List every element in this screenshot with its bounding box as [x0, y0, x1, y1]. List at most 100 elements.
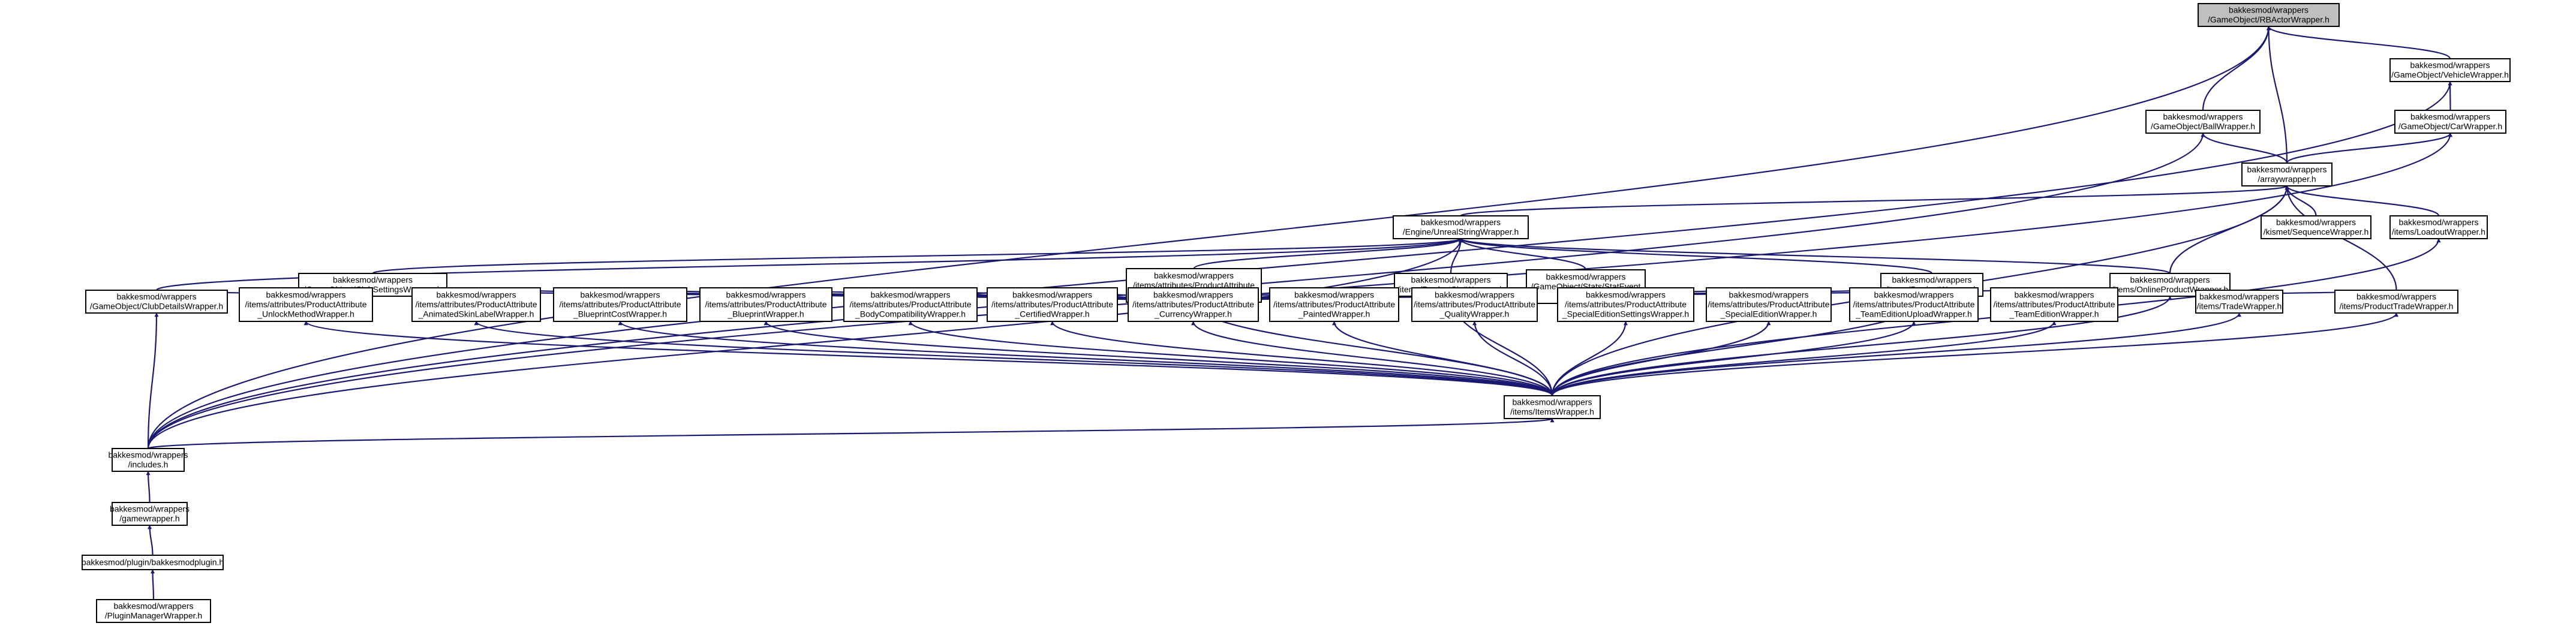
edge-items-to-teamupload — [1551, 321, 1916, 396]
node-label: /items/ProductTradeWrapper.h — [2340, 302, 2454, 311]
node-box — [1128, 287, 1259, 322]
node-unlock[interactable]: bakkesmod/wrappers/items/attributes/Prod… — [239, 287, 373, 322]
node-box — [82, 555, 224, 570]
node-label: bakkesmod/plugin/bakkesmodplugin.h — [82, 558, 224, 567]
node-label: bakkesmod/wrappers — [1012, 290, 1092, 300]
node-label: /arraywrapper.h — [2258, 174, 2316, 184]
node-gamewrapper[interactable]: bakkesmod/wrappers/gamewrapper.h — [110, 502, 190, 526]
node-box — [1504, 395, 1601, 419]
node-animskin[interactable]: bakkesmod/wrappers/items/attributes/Prod… — [411, 287, 541, 322]
node-box — [2389, 58, 2511, 82]
node-label: _TeamEditionUploadWrapper.h — [1855, 309, 1972, 319]
node-certified[interactable]: bakkesmod/wrappers/items/attributes/Prod… — [987, 287, 1118, 322]
edge-includes-to-vehicle — [147, 81, 2452, 449]
node-box — [85, 290, 228, 314]
node-painted[interactable]: bakkesmod/wrappers/items/attributes/Prod… — [1269, 287, 1399, 322]
node-prodtrade[interactable]: bakkesmod/wrappers/items/ProductTradeWra… — [2334, 290, 2458, 314]
node-box — [1411, 287, 1538, 322]
node-label: /items/attributes/ProductAttribute — [1565, 300, 1687, 309]
node-label: bakkesmod/wrappers — [1154, 271, 1234, 281]
edge-items-to-certified — [1050, 321, 1553, 396]
edge-items-to-bpcost — [618, 321, 1553, 396]
node-quality[interactable]: bakkesmod/wrappers/items/attributes/Prod… — [1411, 287, 1538, 322]
node-root: bakkesmod/wrappers/GameObject/RBActorWra… — [2198, 3, 2340, 27]
edge-includes-to-clubdetails — [147, 312, 159, 449]
node-currency[interactable]: bakkesmod/wrappers/items/attributes/Prod… — [1128, 287, 1259, 322]
node-label: bakkesmod/wrappers — [266, 290, 345, 300]
edge-array-to-car — [2286, 133, 2452, 164]
node-label: bakkesmod/wrappers — [2410, 112, 2490, 122]
node-label: /GameObject/ClubDetailsWrapper.h — [90, 302, 223, 311]
node-label: _AnimatedSkinLabelWrapper.h — [418, 309, 534, 319]
node-box — [1849, 287, 1979, 322]
edge-items-to-bodycompat — [908, 321, 1553, 396]
node-box — [1557, 287, 1694, 322]
node-box — [1706, 287, 1832, 322]
node-label: /includes.h — [128, 460, 169, 470]
edge-clubdetails-to-unreal — [155, 238, 1463, 291]
node-label: bakkesmod/wrappers — [2163, 112, 2243, 122]
node-items[interactable]: bakkesmod/wrappers/items/ItemsWrapper.h — [1504, 395, 1601, 419]
node-loadout[interactable]: bakkesmod/wrappers/items/LoadoutWrapper.… — [2389, 215, 2488, 239]
node-box — [843, 287, 978, 322]
node-label: _UnlockMethodWrapper.h — [257, 309, 354, 319]
node-specedit[interactable]: bakkesmod/wrappers/items/attributes/Prod… — [1706, 287, 1832, 322]
nodes-layer: bakkesmod/wrappers/GameObject/RBActorWra… — [82, 3, 2511, 623]
edge-includes-to-unreal — [147, 238, 1463, 449]
node-pluginmgr[interactable]: bakkesmod/wrappers/PluginManagerWrapper.… — [96, 599, 211, 623]
node-label: /items/LoadoutWrapper.h — [2392, 227, 2485, 237]
node-includes[interactable]: bakkesmod/wrappers/includes.h — [108, 448, 188, 472]
node-box — [699, 287, 832, 322]
node-bpcost[interactable]: bakkesmod/wrappers/items/attributes/Prod… — [553, 287, 687, 322]
node-box — [239, 287, 373, 322]
node-car[interactable]: bakkesmod/wrappers/GameObject/CarWrapper… — [2394, 110, 2506, 134]
node-label: _PaintedWrapper.h — [1298, 309, 1370, 319]
node-label: _TeamEditionWrapper.h — [2009, 309, 2099, 319]
node-trade[interactable]: bakkesmod/wrappers/items/TradeWrapper.h — [2195, 290, 2283, 314]
node-label: bakkesmod/wrappers — [2356, 292, 2436, 302]
node-plugin[interactable]: bakkesmod/plugin/bakkesmodplugin.h — [82, 555, 224, 570]
node-box — [2261, 215, 2371, 239]
node-label: bakkesmod/wrappers — [436, 290, 516, 300]
edge-gamewrapper-to-includes — [146, 471, 151, 503]
edge-items-to-painted — [1332, 321, 1553, 396]
edge-items-to-blueprint — [764, 321, 1553, 396]
node-onlineprod[interactable]: bakkesmod/wrappers/items/OnlineProductWr… — [2109, 273, 2231, 297]
node-clubdetails[interactable]: bakkesmod/wrappers/GameObject/ClubDetail… — [85, 290, 228, 314]
node-label: bakkesmod/wrappers — [116, 292, 196, 302]
node-vehicle[interactable]: bakkesmod/wrappers/GameObject/VehicleWra… — [2389, 58, 2511, 82]
node-label: bakkesmod/wrappers — [113, 601, 193, 611]
node-teamupload[interactable]: bakkesmod/wrappers/items/attributes/Prod… — [1849, 287, 1979, 322]
edge-array-to-ball — [2201, 133, 2288, 164]
node-box — [96, 599, 211, 623]
node-speceditset[interactable]: bakkesmod/wrappers/items/attributes/Prod… — [1557, 287, 1694, 322]
edge-items-to-trade — [1551, 312, 2241, 396]
node-label: bakkesmod/wrappers — [108, 450, 188, 460]
node-ball[interactable]: bakkesmod/wrappers/GameObject/BallWrappe… — [2145, 110, 2261, 134]
node-label: /gamewrapper.h — [119, 514, 179, 523]
edge-items-to-speceditset — [1551, 321, 1628, 396]
node-label: bakkesmod/wrappers — [333, 275, 413, 285]
node-label: bakkesmod/wrappers — [1586, 290, 1666, 300]
node-label: _BodyCompatibilityWrapper.h — [855, 309, 966, 319]
node-label: bakkesmod/wrappers — [1294, 290, 1374, 300]
node-unreal[interactable]: bakkesmod/wrappers/Engine/UnrealStringWr… — [1393, 215, 1529, 239]
node-bodycompat[interactable]: bakkesmod/wrappers/items/attributes/Prod… — [843, 287, 978, 322]
node-box — [411, 287, 541, 322]
node-array[interactable]: bakkesmod/wrappers/arraywrapper.h — [2241, 162, 2332, 186]
node-label: /items/attributes/ProductAttribute — [1414, 300, 1535, 309]
node-label: bakkesmod/wrappers — [1546, 272, 1625, 282]
node-label: _BlueprintCostWrapper.h — [573, 309, 667, 319]
node-label: /items/attributes/ProductAttribute — [705, 300, 826, 309]
node-label: bakkesmod/wrappers — [2398, 218, 2478, 227]
node-box — [1990, 287, 2118, 322]
node-teamedition[interactable]: bakkesmod/wrappers/items/attributes/Prod… — [1990, 287, 2118, 322]
node-label: bakkesmod/wrappers — [1435, 290, 1514, 300]
node-kismet[interactable]: bakkesmod/wrappers/kismet/SequenceWrappe… — [2261, 215, 2371, 239]
node-blueprint[interactable]: bakkesmod/wrappers/items/attributes/Prod… — [699, 287, 832, 322]
node-label: bakkesmod/wrappers — [2130, 275, 2210, 285]
node-box — [2145, 110, 2261, 134]
node-label: bakkesmod/wrappers — [870, 290, 950, 300]
node-label: bakkesmod/wrappers — [1729, 290, 1808, 300]
